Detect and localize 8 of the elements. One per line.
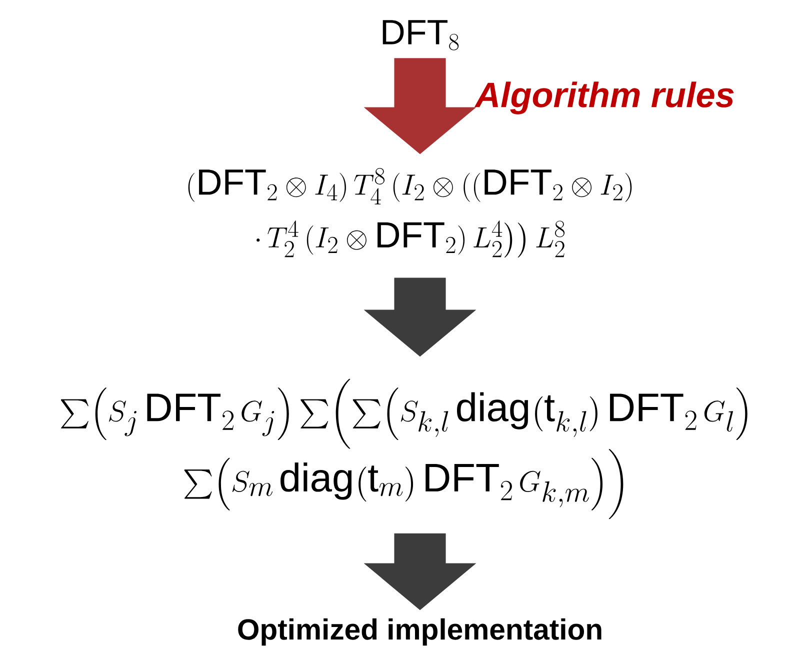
formula: $(\mathsf{DFT}_2\otimes I_4)\, T^8_4\, (I_2\otimes((\mathsf{DFT}_2\otimes I_2)$ $\cdot\, T^4_2\,(I_2\otimes\mathsf{DFT}_2)\,L^4_2\bigr)\bigr)\,L^8_2$: [188, 168, 632, 258]
formula: $\mathsf{DFT}_8$: [382, 20, 459, 50]
block-arrow: [364, 58, 476, 154]
block-arrow: [364, 278, 476, 357]
edge-label: Algorithm rules: [474, 82, 734, 114]
formula: $\sum\Bigl(S_j\,\mathsf{DFT}_2\,G_j\Bigr)\sum\biggl(\sum\Bigl(S_{k,l}\,\mathsf{diag}\bigl(\mathsf{t}_{k,l}\bigr)\,\mathsf{DFT}_2\,G_l\Bigr)$ $\sum\Bigl(S_m\,\mathsf{diag}\bigl(\mathsf{t}_m\bigr)\,\mathsf{DFT}_2\,G_{k,m}\Bigr)\biggr)$: [61, 378, 748, 520]
block-arrow: [364, 533, 476, 610]
result-text: Optimized implementation: [238, 618, 602, 646]
